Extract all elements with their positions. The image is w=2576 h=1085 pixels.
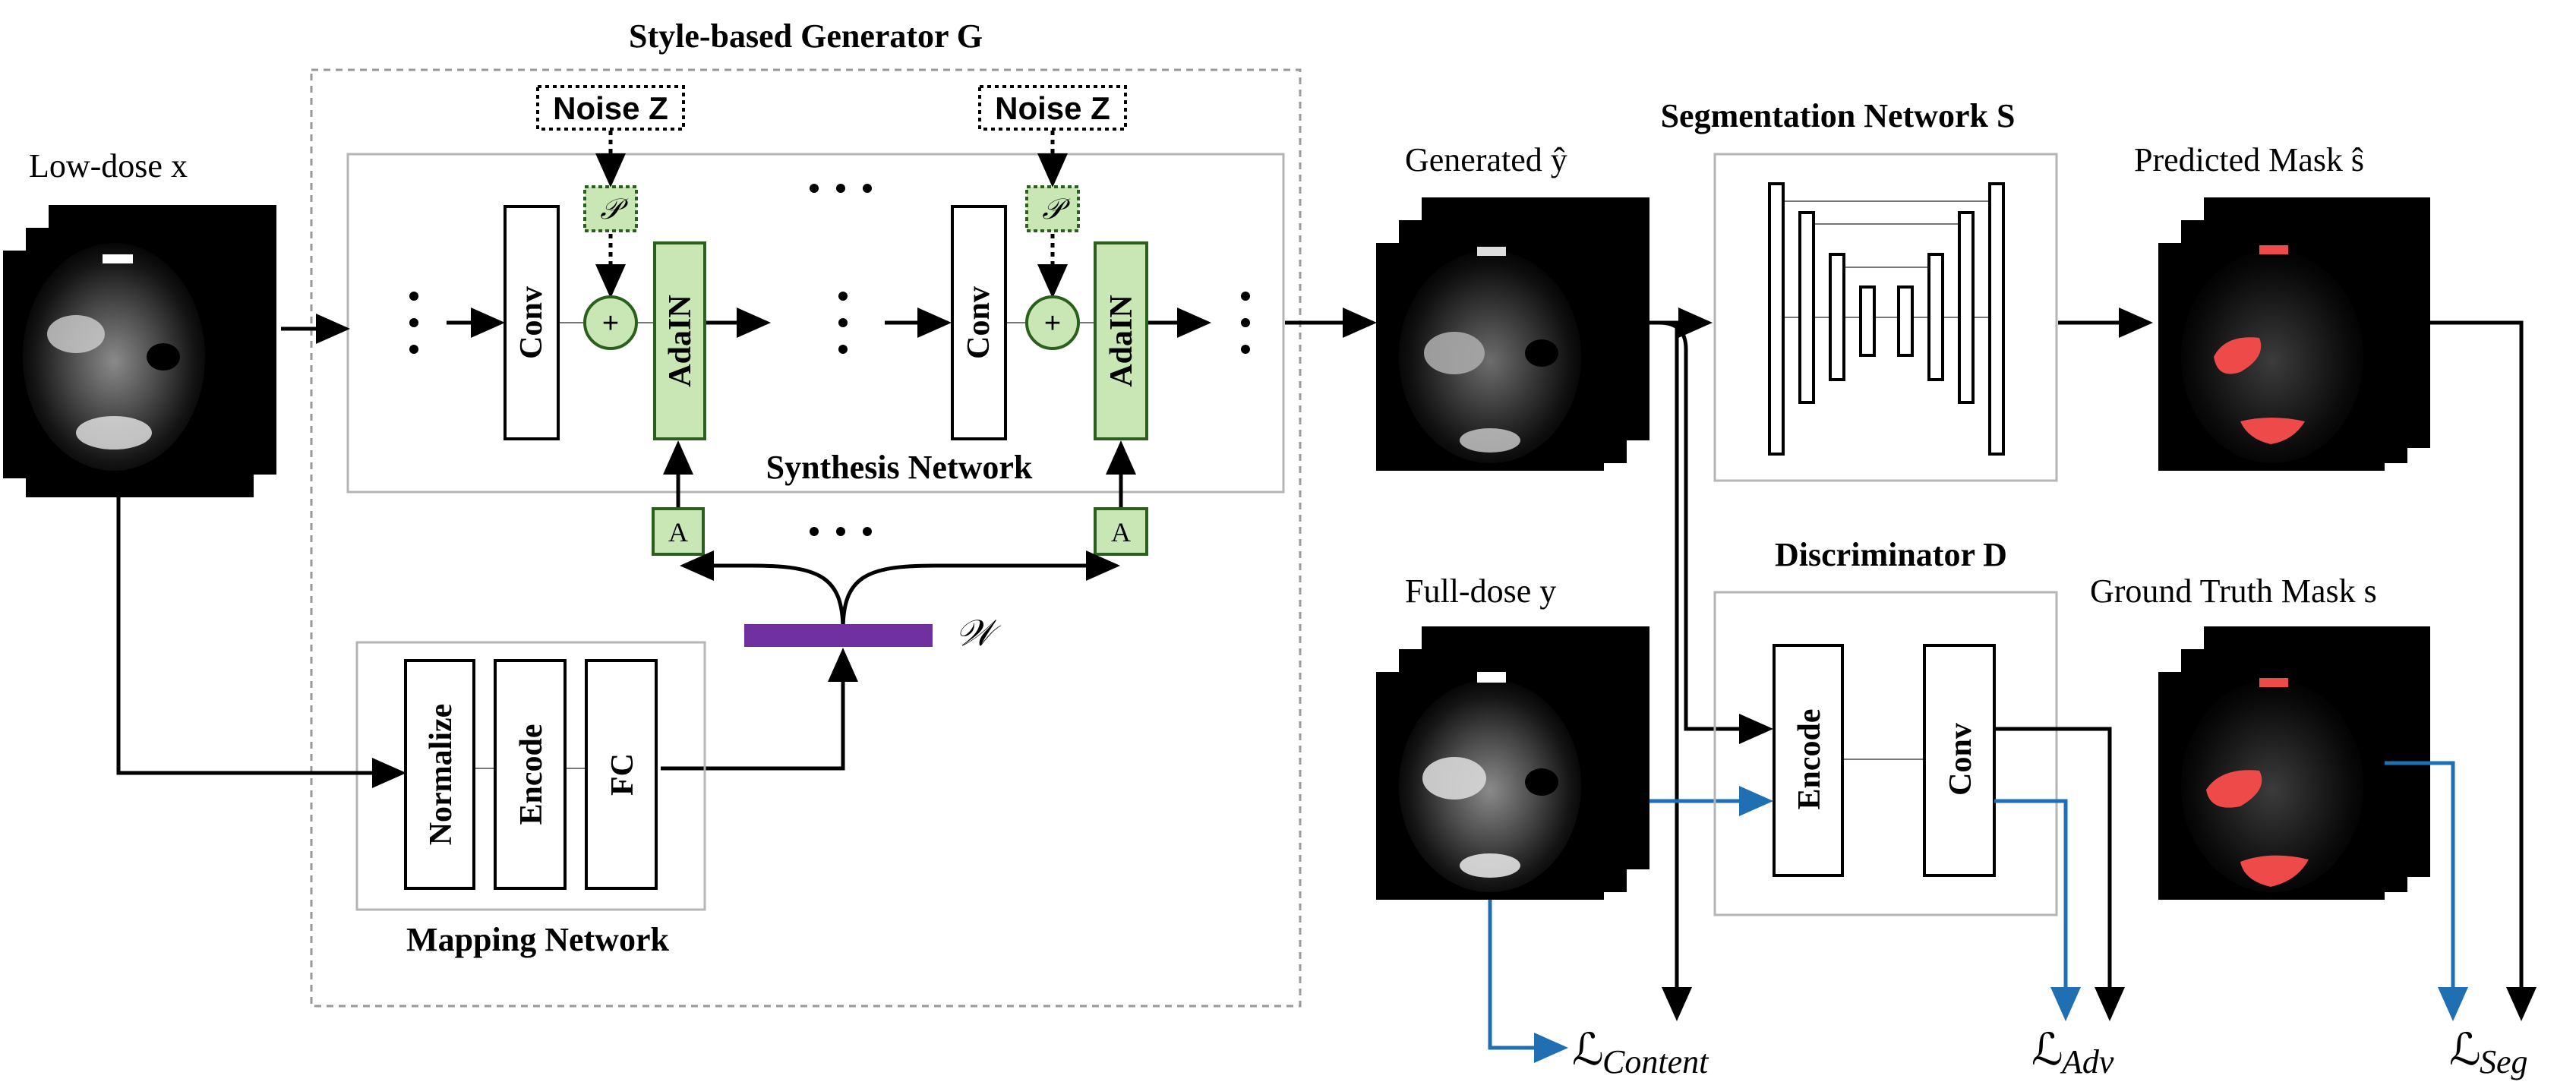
full-dose-label: Full-dose y bbox=[1405, 572, 1556, 610]
conv-label-1: Conv bbox=[514, 286, 549, 359]
encode-box-disc: Encode bbox=[1773, 644, 1844, 877]
conv-label-2: Conv bbox=[961, 286, 996, 359]
noise-label-1: Noise Z bbox=[553, 90, 668, 126]
generator-title: Style-based Generator G bbox=[629, 17, 983, 55]
mapping-to-w-arrow bbox=[661, 648, 858, 771]
seg-panel bbox=[1713, 153, 2058, 482]
lowdose-to-mapping-arrow bbox=[116, 477, 406, 788]
unet-shape bbox=[1768, 182, 2005, 456]
normalize-label: Normalize bbox=[424, 704, 459, 846]
gt-to-seg-loss-arrow bbox=[2385, 761, 2468, 1021]
p-box-2: 𝒫 bbox=[1025, 185, 1080, 232]
discriminator-panel bbox=[1713, 591, 2058, 916]
content-loss-symbol: ℒ bbox=[1572, 1025, 1604, 1074]
generated-label: Generated ŷ bbox=[1405, 141, 1567, 178]
gt-mask-label: Ground Truth Mask s bbox=[2090, 572, 2377, 610]
seg-title: Segmentation Network S bbox=[1661, 97, 2016, 134]
ellipsis-vertical-3 bbox=[1241, 292, 1250, 354]
mapping-panel bbox=[355, 641, 706, 911]
ellipsis-horizontal-top bbox=[810, 184, 872, 193]
normalize-box: Normalize bbox=[404, 659, 475, 890]
conv-box-2: Conv bbox=[951, 205, 1007, 440]
a-label-1: A bbox=[668, 517, 688, 547]
adv-loss-symbol: ℒ bbox=[2031, 1025, 2063, 1074]
plus-label-1: + bbox=[602, 308, 619, 339]
generator-box bbox=[310, 68, 1302, 1008]
plus-label-2: + bbox=[1044, 308, 1061, 339]
disc-black-to-adv-loss-arrow bbox=[1994, 727, 2125, 1021]
generated-image-stack bbox=[1376, 197, 1649, 471]
gt-mask-stack bbox=[2158, 626, 2430, 900]
plus-node-2: + bbox=[1025, 295, 1080, 350]
adv-loss-subscript: Adv bbox=[2060, 1043, 2114, 1080]
full-dose-image-stack bbox=[1376, 626, 1649, 900]
adv-loss-label: ℒ Adv bbox=[2031, 1025, 2114, 1080]
mapping-label: Mapping Network bbox=[406, 921, 669, 958]
disc-blue-to-adv-loss-arrow bbox=[1994, 799, 2081, 1021]
a-box-1: A bbox=[652, 507, 705, 556]
predicted-mask-stack bbox=[2158, 197, 2430, 471]
w-to-a2-arrow bbox=[841, 550, 1120, 631]
ellipsis-vertical-2 bbox=[838, 292, 848, 354]
noise-box-1: Noise Z bbox=[536, 85, 685, 131]
plus-node-1: + bbox=[583, 295, 638, 350]
adain-label-1: AdaIN bbox=[663, 295, 698, 386]
predicted-label: Predicted Mask ŝ bbox=[2134, 141, 2364, 178]
seg-loss-label: ℒ Seg bbox=[2449, 1025, 2528, 1080]
fc-label: FC bbox=[605, 753, 640, 796]
a-label-2: A bbox=[1111, 517, 1131, 547]
noise-box-2: Noise Z bbox=[978, 85, 1127, 131]
seg-loss-symbol: ℒ bbox=[2449, 1025, 2481, 1074]
low-dose-image-stack bbox=[3, 205, 276, 497]
w-latent-bar bbox=[744, 624, 933, 647]
adain-box-2: AdaIN bbox=[1094, 241, 1148, 440]
conv-box-disc: Conv bbox=[1923, 644, 1996, 877]
fulldose-to-content-loss-arrow bbox=[1488, 900, 1568, 1063]
ellipsis-horizontal-bottom bbox=[810, 527, 872, 536]
content-loss-subscript: Content bbox=[1602, 1043, 1709, 1080]
w-to-a1-arrow bbox=[680, 550, 845, 631]
adain-box-1: AdaIN bbox=[653, 241, 706, 440]
fc-box: FC bbox=[585, 659, 658, 890]
encode-box-mapping: Encode bbox=[494, 659, 567, 890]
low-dose-label: Low-dose x bbox=[29, 147, 188, 185]
a-box-2: A bbox=[1094, 507, 1148, 556]
p-box-1: 𝒫 bbox=[583, 185, 638, 232]
encode-label-mapping: Encode bbox=[514, 724, 549, 825]
generated-to-discriminator-arrow bbox=[1659, 320, 1773, 744]
adain-label-2: AdaIN bbox=[1104, 295, 1139, 386]
content-loss-label: ℒ Content bbox=[1572, 1025, 1709, 1080]
disc-title: Discriminator D bbox=[1775, 536, 2007, 573]
conv-box-1: Conv bbox=[504, 205, 560, 440]
w-label: 𝒲 bbox=[955, 613, 1002, 654]
conv-label-disc: Conv bbox=[1943, 723, 1978, 796]
predicted-to-seg-loss-arrow bbox=[2404, 320, 2537, 1021]
synthesis-label: Synthesis Network bbox=[766, 449, 1033, 486]
encode-label-disc: Encode bbox=[1792, 708, 1827, 809]
noise-label-2: Noise Z bbox=[995, 90, 1110, 126]
seg-loss-subscript: Seg bbox=[2480, 1043, 2528, 1080]
ellipsis-vertical-1 bbox=[409, 292, 418, 354]
